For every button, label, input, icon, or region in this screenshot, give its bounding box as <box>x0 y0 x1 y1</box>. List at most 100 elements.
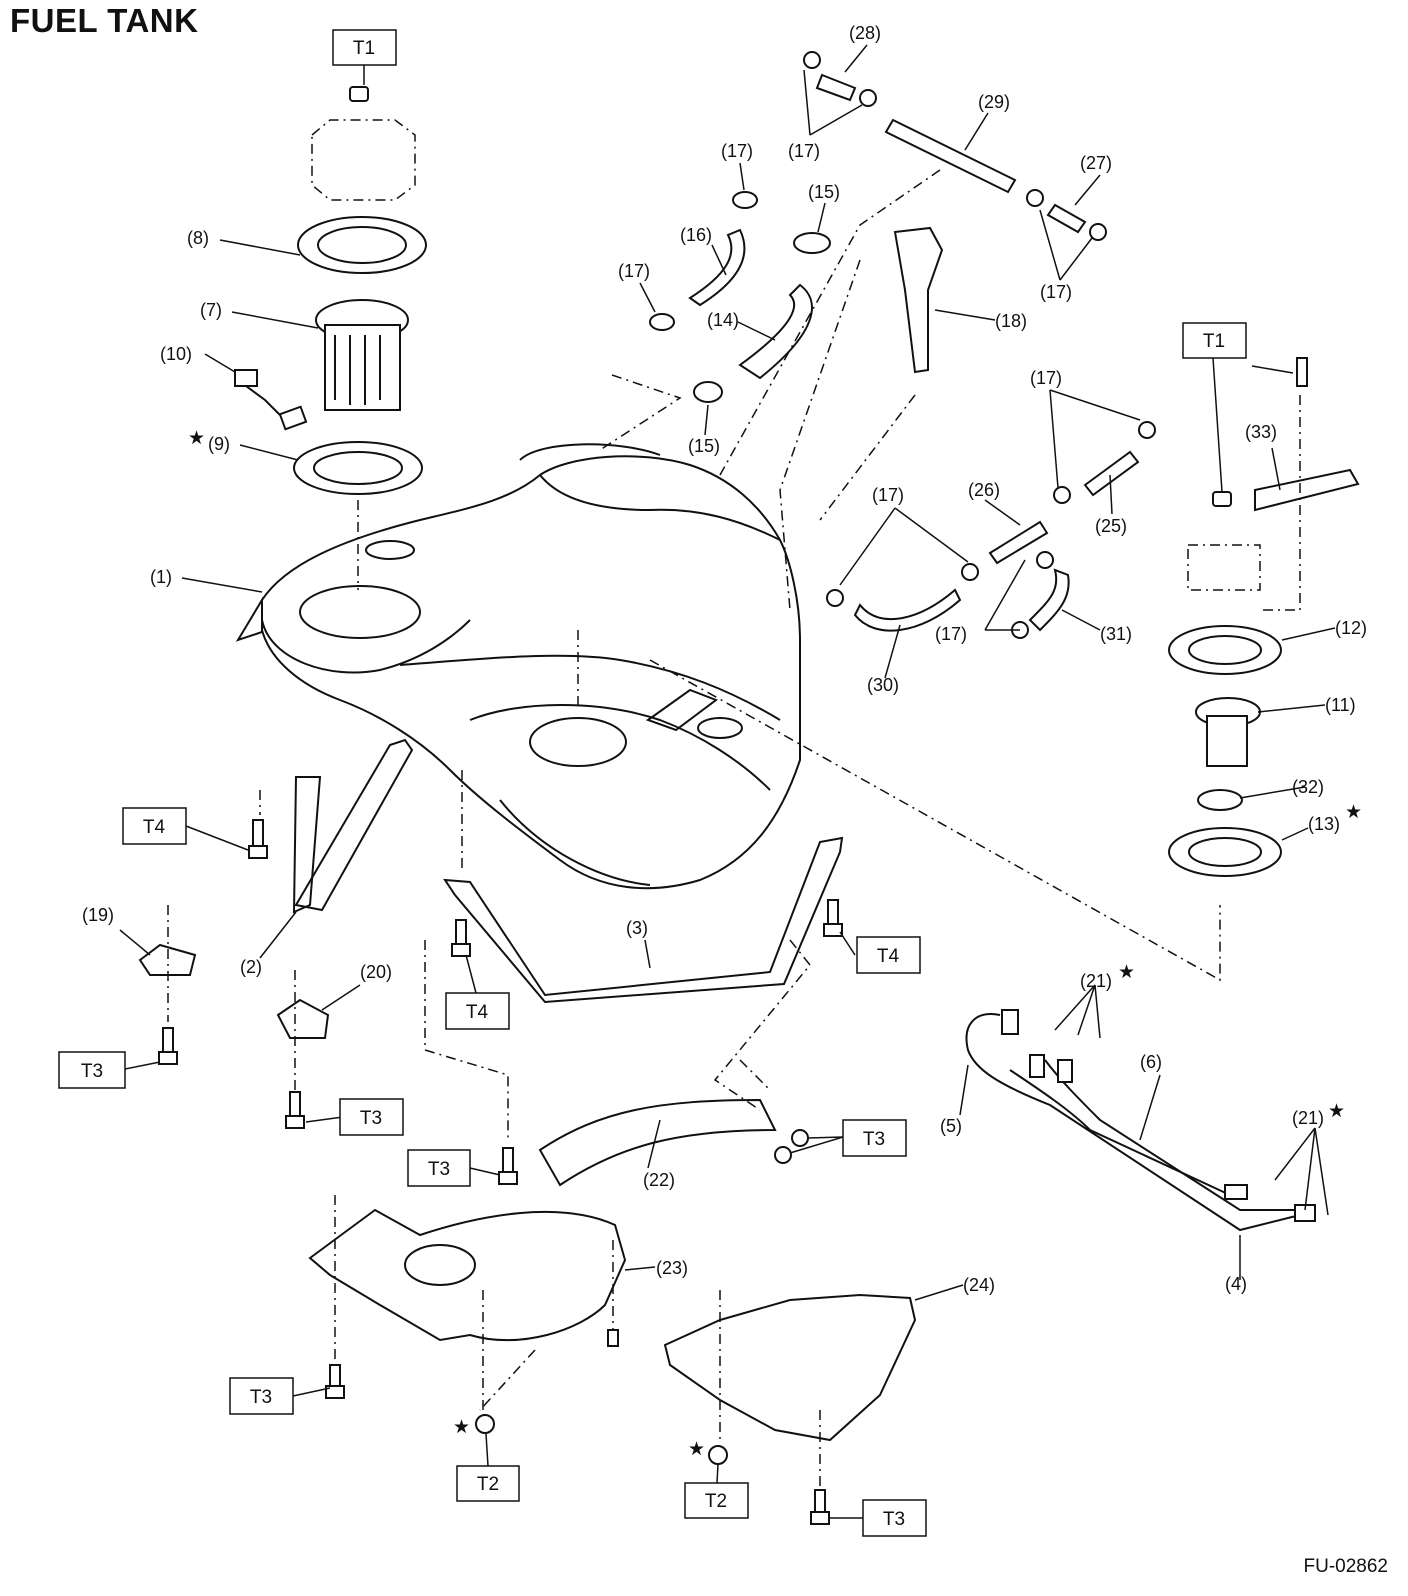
fuel-tank <box>235 443 801 890</box>
torque-t1-right: T1 <box>1182 322 1247 359</box>
level-sender-10 <box>234 369 308 431</box>
hose-31 <box>1011 551 1070 639</box>
callout-10: (10) <box>160 344 192 364</box>
callout-25: (25) <box>1095 516 1127 536</box>
callout-29: (29) <box>978 92 1010 112</box>
protector-19 <box>138 943 197 976</box>
leader-lines <box>119 44 1336 1519</box>
hose-25 <box>1053 421 1156 504</box>
callout-21-bottom: (21) <box>1292 1108 1324 1128</box>
callout-19: (19) <box>82 905 114 925</box>
torque-t4-center: T4 <box>445 992 510 1030</box>
hose-16 <box>688 191 758 307</box>
callout-23: (23) <box>656 1258 688 1278</box>
hose-28 <box>803 51 877 107</box>
callout-33: (33) <box>1245 422 1277 442</box>
callout-1: (1) <box>150 567 172 587</box>
jet-pump-32 <box>1197 789 1243 811</box>
callout-5: (5) <box>940 1116 962 1136</box>
callout-18: (18) <box>995 311 1027 331</box>
hose-27 <box>1026 189 1107 241</box>
torque-t3-protector23: T3 <box>229 1377 294 1415</box>
hose-29 <box>884 118 1017 194</box>
svg-text:T3: T3 <box>428 1159 450 1180</box>
callout-9: (9) <box>208 434 230 454</box>
protector-23 <box>308 1208 627 1342</box>
protector-24 <box>663 1293 917 1442</box>
callout-labels: (1) (2) (3) (4) (5) (6) (7) (8) (9) (10)… <box>82 23 1367 1295</box>
assembly-lines <box>167 169 1301 1490</box>
band-3 <box>443 836 844 1004</box>
torque-t3-left: T3 <box>58 1051 126 1089</box>
callout-21-top: (21) <box>1080 971 1112 991</box>
callout-30: (30) <box>867 675 899 695</box>
diagram-title: FUEL TANK <box>10 2 199 39</box>
torque-t4-right: T4 <box>856 936 921 974</box>
callout-32: (32) <box>1292 777 1324 797</box>
hose-30 <box>826 588 962 632</box>
svg-text:T3: T3 <box>863 1129 885 1150</box>
svg-text:T3: T3 <box>883 1509 905 1530</box>
bolt-t1-right <box>1296 357 1308 387</box>
torque-t2-right: T2 <box>684 1482 749 1519</box>
callout-4: (4) <box>1225 1274 1247 1294</box>
callout-17-a: (17) <box>721 141 753 161</box>
svg-text:T2: T2 <box>477 1474 499 1495</box>
clamp-15 <box>649 313 723 403</box>
callout-17-b: (17) <box>788 141 820 161</box>
svg-text:T4: T4 <box>877 946 900 967</box>
torque-t3-protector20: T3 <box>339 1098 404 1136</box>
callout-12: (12) <box>1335 618 1367 638</box>
callout-6: (6) <box>1140 1052 1162 1072</box>
protector-20 <box>276 998 330 1039</box>
callout-17-e: (17) <box>1030 368 1062 388</box>
callout-11: (11) <box>1325 695 1356 715</box>
callout-17-g: (17) <box>935 624 967 644</box>
callout-27: (27) <box>1080 153 1112 173</box>
pump-cover-8 <box>297 86 427 274</box>
callout-20: (20) <box>360 962 392 982</box>
callout-31: (31) <box>1100 624 1132 644</box>
callout-8: (8) <box>187 228 209 248</box>
callout-22: (22) <box>643 1170 675 1190</box>
svg-text:T3: T3 <box>81 1061 103 1082</box>
cover-12 <box>1168 491 1282 675</box>
svg-text:T3: T3 <box>360 1108 382 1129</box>
band-2 <box>292 738 414 914</box>
callout-13: (13) <box>1308 814 1340 834</box>
callout-16: (16) <box>680 225 712 245</box>
callout-17-c: (17) <box>1040 282 1072 302</box>
torque-t1-top: T1 <box>332 29 397 66</box>
callout-3: (3) <box>626 918 648 938</box>
svg-text:★: ★ <box>188 428 205 449</box>
svg-text:T1: T1 <box>1203 331 1225 352</box>
svg-text:★: ★ <box>1118 962 1135 983</box>
callout-14: (14) <box>707 310 739 330</box>
callout-17-f: (17) <box>872 485 904 505</box>
torque-t4-left: T4 <box>122 807 187 845</box>
callout-28: (28) <box>849 23 881 43</box>
callout-15-bottom: (15) <box>688 436 720 456</box>
torque-t3-protector22-left: T3 <box>407 1149 471 1187</box>
bracket-33 <box>1254 468 1360 512</box>
callout-26: (26) <box>968 480 1000 500</box>
hose-14 <box>738 232 831 380</box>
sub-pump-11 <box>1195 697 1261 767</box>
torque-t3-protector24: T3 <box>862 1499 927 1537</box>
protector-22 <box>538 1098 777 1187</box>
callout-15-top: (15) <box>808 182 840 202</box>
fuel-pipes <box>965 1009 1316 1232</box>
svg-text:T2: T2 <box>705 1491 727 1512</box>
torque-t2-left: T2 <box>456 1465 520 1502</box>
svg-text:T4: T4 <box>466 1002 489 1023</box>
svg-text:T1: T1 <box>353 38 375 59</box>
svg-text:T4: T4 <box>143 817 166 838</box>
fuel-pump-7 <box>315 299 409 411</box>
stars: ★ ★ ★ ★ ★ ★ <box>188 428 1362 1460</box>
svg-text:★: ★ <box>688 1439 705 1460</box>
callout-2: (2) <box>240 957 262 977</box>
filler-pipe-18 <box>893 226 944 374</box>
svg-text:★: ★ <box>1328 1101 1345 1122</box>
svg-text:★: ★ <box>453 1417 470 1438</box>
